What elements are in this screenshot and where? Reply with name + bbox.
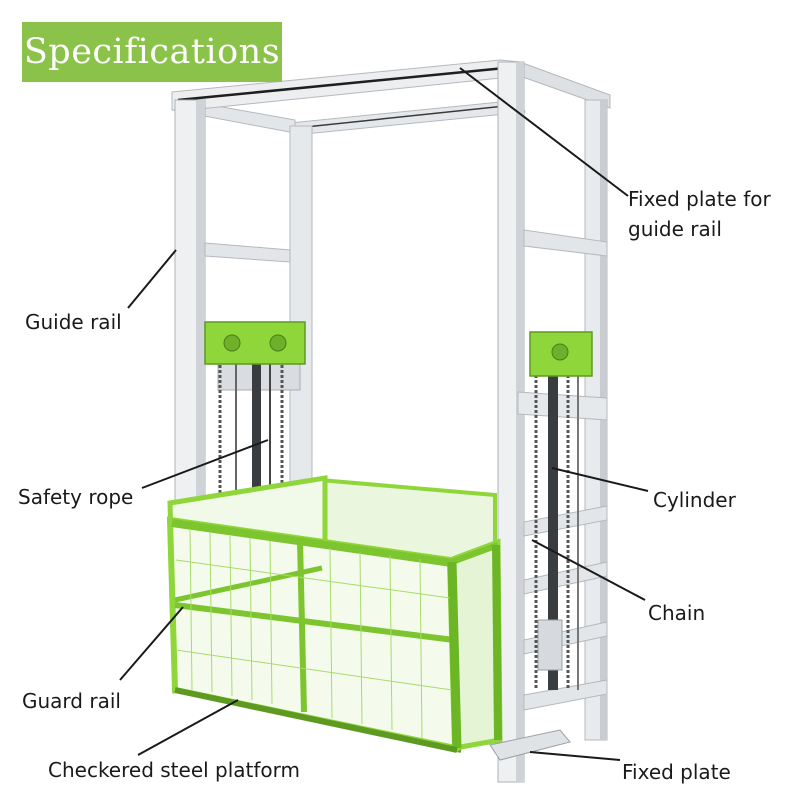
top-beam-back: [289, 99, 526, 136]
leader-guard-rail: [119, 606, 184, 681]
right-cross-bar-lower-2: [523, 561, 608, 595]
top-beam-edge: [177, 66, 506, 102]
right-cross-bar-lower-4: [523, 679, 608, 711]
label-cylinder: Cylinder: [653, 488, 736, 512]
guard-rail-top-front: [171, 519, 453, 567]
right-cross-bar-lower-1: [523, 505, 608, 537]
pulley-left-2: [269, 334, 287, 352]
label-guard-rail: Guard rail: [22, 689, 121, 713]
leader-checkered-steel-platform: [137, 699, 239, 756]
label-fixed-plate: Fixed plate: [622, 760, 731, 784]
label-fixed-plate-guide-rail-line1: Fixed plate for: [628, 187, 771, 211]
cage-corner-post: [447, 561, 462, 749]
leader-guide-rail: [127, 249, 177, 309]
right-bracket: [537, 619, 563, 671]
cage-corner-post-right: [492, 544, 502, 741]
fixed-plate-base: [489, 729, 571, 761]
guard-rail-divider: [297, 539, 307, 713]
leader-fixed-plate-guide-rail: [459, 67, 629, 197]
label-safety-rope: Safety rope: [18, 485, 134, 509]
label-guide-rail: Guide rail: [25, 310, 122, 334]
cylinder-right: [548, 360, 558, 690]
pulley-left-1: [223, 334, 241, 352]
guard-rail-mesh: [175, 529, 453, 739]
guide-rail-left-front-shade: [196, 100, 205, 690]
leader-cylinder: [551, 467, 649, 492]
carriage-plate-left: [204, 321, 306, 365]
cage-bottom-edge: [174, 687, 458, 753]
label-checkered-steel-platform: Checkered steel platform: [48, 758, 301, 782]
guard-rail-mid-left: [174, 565, 323, 603]
label-fixed-plate-guide-rail-line2: guide rail: [628, 217, 722, 241]
leader-lines: [119, 67, 649, 761]
left-cross-bar: [204, 242, 291, 263]
guard-rail-top-right: [450, 542, 500, 565]
label-chain: Chain: [648, 601, 706, 625]
pulley-right: [551, 343, 569, 361]
top-beam-back-edge: [295, 105, 506, 129]
leader-fixed-plate: [529, 751, 621, 761]
right-cross-bar-upper: [523, 229, 608, 257]
specifications-banner: Specifications: [22, 22, 282, 82]
guard-rail-mid-front: [174, 602, 455, 643]
leader-chain: [531, 539, 646, 601]
guide-rail-right-front-shade: [516, 62, 524, 782]
banner-title: Specifications: [23, 32, 281, 72]
leader-safety-rope: [141, 439, 269, 489]
